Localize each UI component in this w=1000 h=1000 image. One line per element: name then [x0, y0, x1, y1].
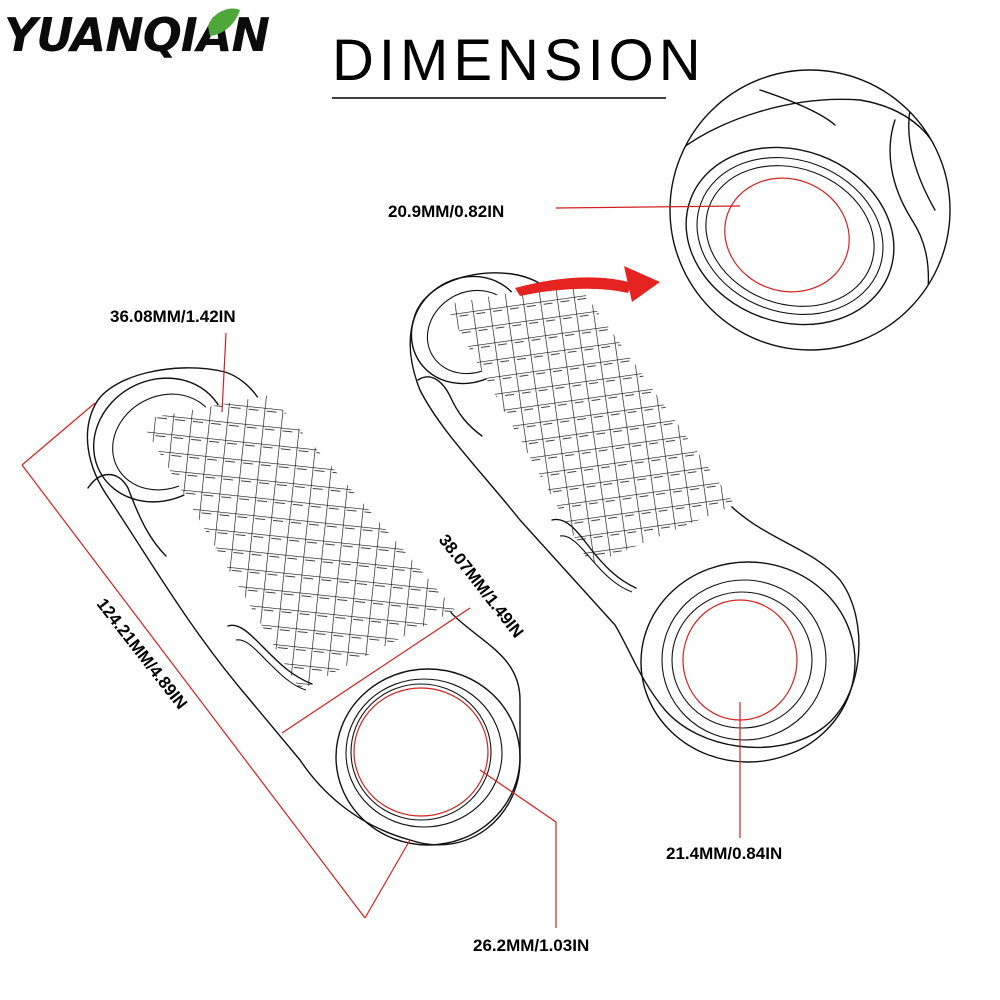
left-grip-flare-bottom-inner — [235, 639, 307, 691]
right-grip-end-ring — [661, 579, 827, 741]
dim-line-left-inner — [479, 769, 557, 928]
dim-line-zoom-inner — [555, 205, 741, 209]
right-grip-flare-bottom — [551, 518, 637, 589]
zoom-texture-line-3 — [908, 109, 936, 211]
left-grip-bore-circle — [353, 687, 489, 817]
zoom-texture-line-1 — [759, 89, 836, 126]
label-top-outer-diameter: 36.08MM/1.42IN — [110, 307, 236, 326]
zoom-texture-line-2 — [889, 119, 930, 291]
title-block: DIMENSION — [332, 28, 706, 99]
label-zoom-inner-diameter: 20.9MM/0.82IN — [388, 202, 504, 221]
arrow-head — [624, 266, 660, 302]
label-bottom-outer-diameter: 38.07MM/1.49IN — [435, 531, 527, 642]
left-grip-flare-top — [87, 473, 167, 557]
right-grip-drawing — [409, 272, 860, 763]
zoom-bore-circle — [724, 177, 850, 293]
zoom-circle — [669, 69, 951, 351]
dim-line-bottom-outer — [281, 607, 471, 734]
label-length: 124.21MM/4.89IN — [93, 595, 191, 713]
zoom-end-outer — [685, 146, 895, 326]
left-grip-drawing — [86, 367, 521, 846]
right-grip-end-outer — [640, 561, 856, 763]
left-grip-end-outer — [335, 668, 521, 846]
right-grip-flare-top — [417, 376, 483, 437]
dim-line-top-outer — [221, 332, 227, 413]
dimension-labels: 36.08MM/1.42IN 124.21MM/4.89IN 38.07MM/1… — [93, 202, 782, 955]
dim-length-bottom-tick — [364, 839, 411, 919]
left-grip-flare-bottom — [227, 624, 313, 685]
left-grip-end-ring — [345, 678, 503, 828]
zoom-end-ring — [696, 156, 884, 316]
left-grip-texture — [140, 395, 455, 690]
dimension-lines — [21, 205, 741, 928]
dim-length-main — [21, 464, 366, 919]
right-grip-texture — [445, 280, 735, 565]
zoom-detail — [669, 69, 951, 351]
left-grip-body — [86, 367, 521, 846]
left-grip-end-ring-2 — [350, 683, 492, 821]
right-grip-flare-bottom-inner — [559, 535, 633, 593]
brand-logo: YUANQIAN — [4, 8, 271, 62]
zoom-arrow — [515, 266, 660, 302]
label-left-inner-diameter: 26.2MM/1.03IN — [473, 936, 589, 955]
label-right-inner-diameter: 21.4MM/0.84IN — [666, 844, 782, 863]
dim-length-top-tick — [21, 402, 96, 466]
arrow-shaft — [515, 277, 632, 296]
right-grip-end-ring-2 — [671, 591, 813, 729]
zoom-end-ring-2 — [705, 165, 875, 307]
page-title: DIMENSION — [332, 28, 706, 93]
leaf-icon — [208, 8, 240, 36]
